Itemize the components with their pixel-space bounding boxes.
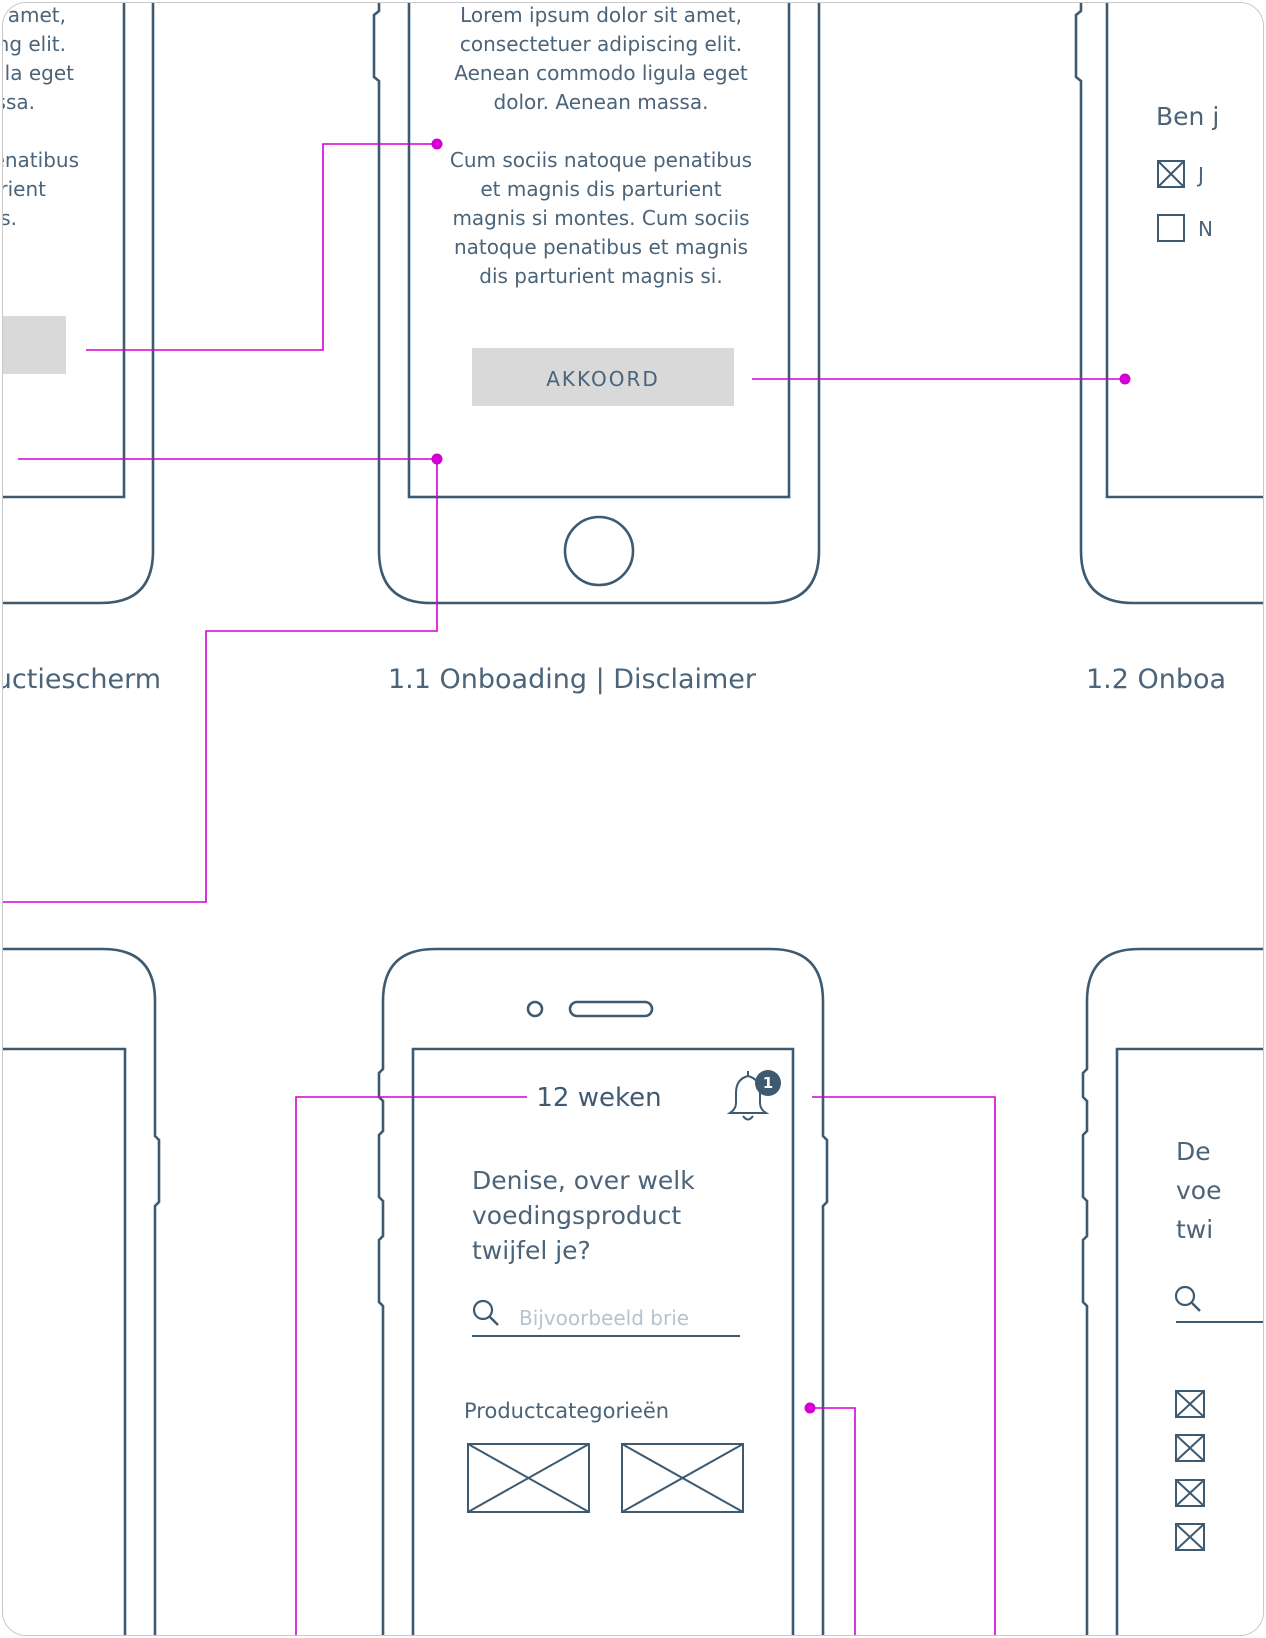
phone-outline (1074, 3, 1263, 605)
text-line: Aenean commodo ligula eget (454, 61, 748, 85)
text-line: dolor. Aenean massa. (494, 90, 709, 114)
checkbox-checked-icon[interactable] (1175, 1434, 1205, 1462)
checkbox-checked-icon[interactable] (1175, 1523, 1205, 1551)
phone-outline (377, 947, 829, 1635)
intro-text: amet, ng elit. ula eget ssa. enatibus ri… (3, 3, 79, 230)
text-line: Lorem ipsum dolor sit amet, (460, 3, 742, 27)
question-line: twi (1176, 1215, 1213, 1244)
question-line: voe (1176, 1176, 1221, 1205)
notification-count: 1 (763, 1074, 773, 1092)
akkoord-button-label: AKKOORD (546, 367, 660, 391)
checkbox-checked-icon[interactable] (1175, 1390, 1205, 1418)
text-line: consectetuer adipiscing elit. (460, 32, 742, 56)
phone-outline (3, 3, 155, 605)
checkbox-checked-icon[interactable] (1175, 1479, 1205, 1507)
connector-dot (1119, 373, 1131, 385)
flow-connector (810, 1407, 856, 1635)
text-line: s. (3, 206, 17, 230)
phone-outline (372, 3, 821, 605)
phone-screen (411, 1047, 795, 1635)
flow-connectors (3, 138, 1131, 1635)
text-line: natoque penatibus et magnis (454, 235, 748, 259)
text-line: ng elit. (3, 32, 66, 56)
camera-icon (526, 1000, 544, 1018)
question-line: voedingsproduct (472, 1201, 681, 1230)
flow-connector (86, 143, 437, 351)
phone-intro: amet, ng elit. ula eget ssa. enatibus ri… (3, 3, 155, 605)
weeks-title: 12 weken (536, 1083, 661, 1113)
phone-screen (1115, 1047, 1263, 1635)
question-line: twijfel je? (472, 1236, 591, 1265)
flow-connector (3, 459, 438, 903)
phone-disclaimer: Lorem ipsum dolor sit amet, consectetuer… (372, 3, 821, 605)
search-input[interactable]: Bijvoorbeeld brie (519, 1306, 689, 1330)
screen-caption: ductiescherm (3, 664, 161, 695)
text-line: rient (3, 177, 46, 201)
text-line: enatibus (3, 148, 79, 172)
flow-connector (812, 1096, 996, 1635)
checkbox-empty-icon[interactable] (1157, 214, 1185, 242)
wireframe-canvas: amet, ng elit. ula eget ssa. enatibus ri… (3, 3, 1263, 1635)
notification-badge: 1 (755, 1070, 781, 1096)
categories-label: Productcategorieën (464, 1399, 669, 1423)
akkoord-button-bg[interactable] (472, 348, 734, 406)
checkbox-checked-icon[interactable] (1157, 160, 1185, 188)
flow-connector (295, 1096, 527, 1635)
phone-bottom-left (3, 947, 161, 1635)
phone-outline (3, 947, 161, 1635)
text-line: ula eget (3, 61, 74, 85)
option-label: J (1196, 163, 1204, 187)
text-line: dis parturient magnis si. (479, 264, 722, 288)
connector-dot (431, 138, 443, 150)
search-icon (1174, 1285, 1201, 1312)
text-line: magnis si montes. Cum sociis (452, 206, 749, 230)
screen-caption: 1.2 Onboa (1086, 664, 1226, 695)
phone-screen (407, 3, 791, 499)
text-line: Cum sociis natoque penatibus (450, 148, 752, 172)
phone-screen (3, 3, 126, 499)
disclaimer-text: Lorem ipsum dolor sit amet, consectetuer… (450, 3, 752, 288)
phone-question: Ben j J N (1074, 3, 1263, 605)
text-line: ssa. (3, 90, 35, 114)
question-line: De (1176, 1137, 1211, 1166)
question-text: Ben j (1156, 102, 1219, 131)
phone-home: 12 weken 1 Denise, over welk voedingspro… (377, 947, 829, 1635)
question-line: Denise, over welk (472, 1166, 695, 1195)
akkoord-button[interactable]: AKKOORD (472, 348, 734, 406)
text-line: amet, (8, 3, 66, 27)
image-placeholder-icon[interactable] (467, 1443, 590, 1513)
phone-bottom-right: De voe twi (1081, 947, 1263, 1635)
phone-outline (1081, 947, 1263, 1635)
screen-caption: 1.1 Onboading | Disclaimer (388, 664, 757, 695)
connector-dot (804, 1402, 816, 1414)
phone-screen (3, 1047, 127, 1635)
speaker-icon (568, 1000, 654, 1018)
search-icon (472, 1299, 499, 1326)
search-field[interactable]: Bijvoorbeeld brie (472, 1299, 740, 1337)
phone-screen (1105, 3, 1263, 499)
text-line: et magnis dis parturient (480, 177, 721, 201)
image-placeholder-icon[interactable] (621, 1443, 744, 1513)
option-label: N (1198, 217, 1213, 241)
intro-button[interactable] (3, 316, 66, 374)
home-button-icon[interactable] (563, 515, 635, 587)
